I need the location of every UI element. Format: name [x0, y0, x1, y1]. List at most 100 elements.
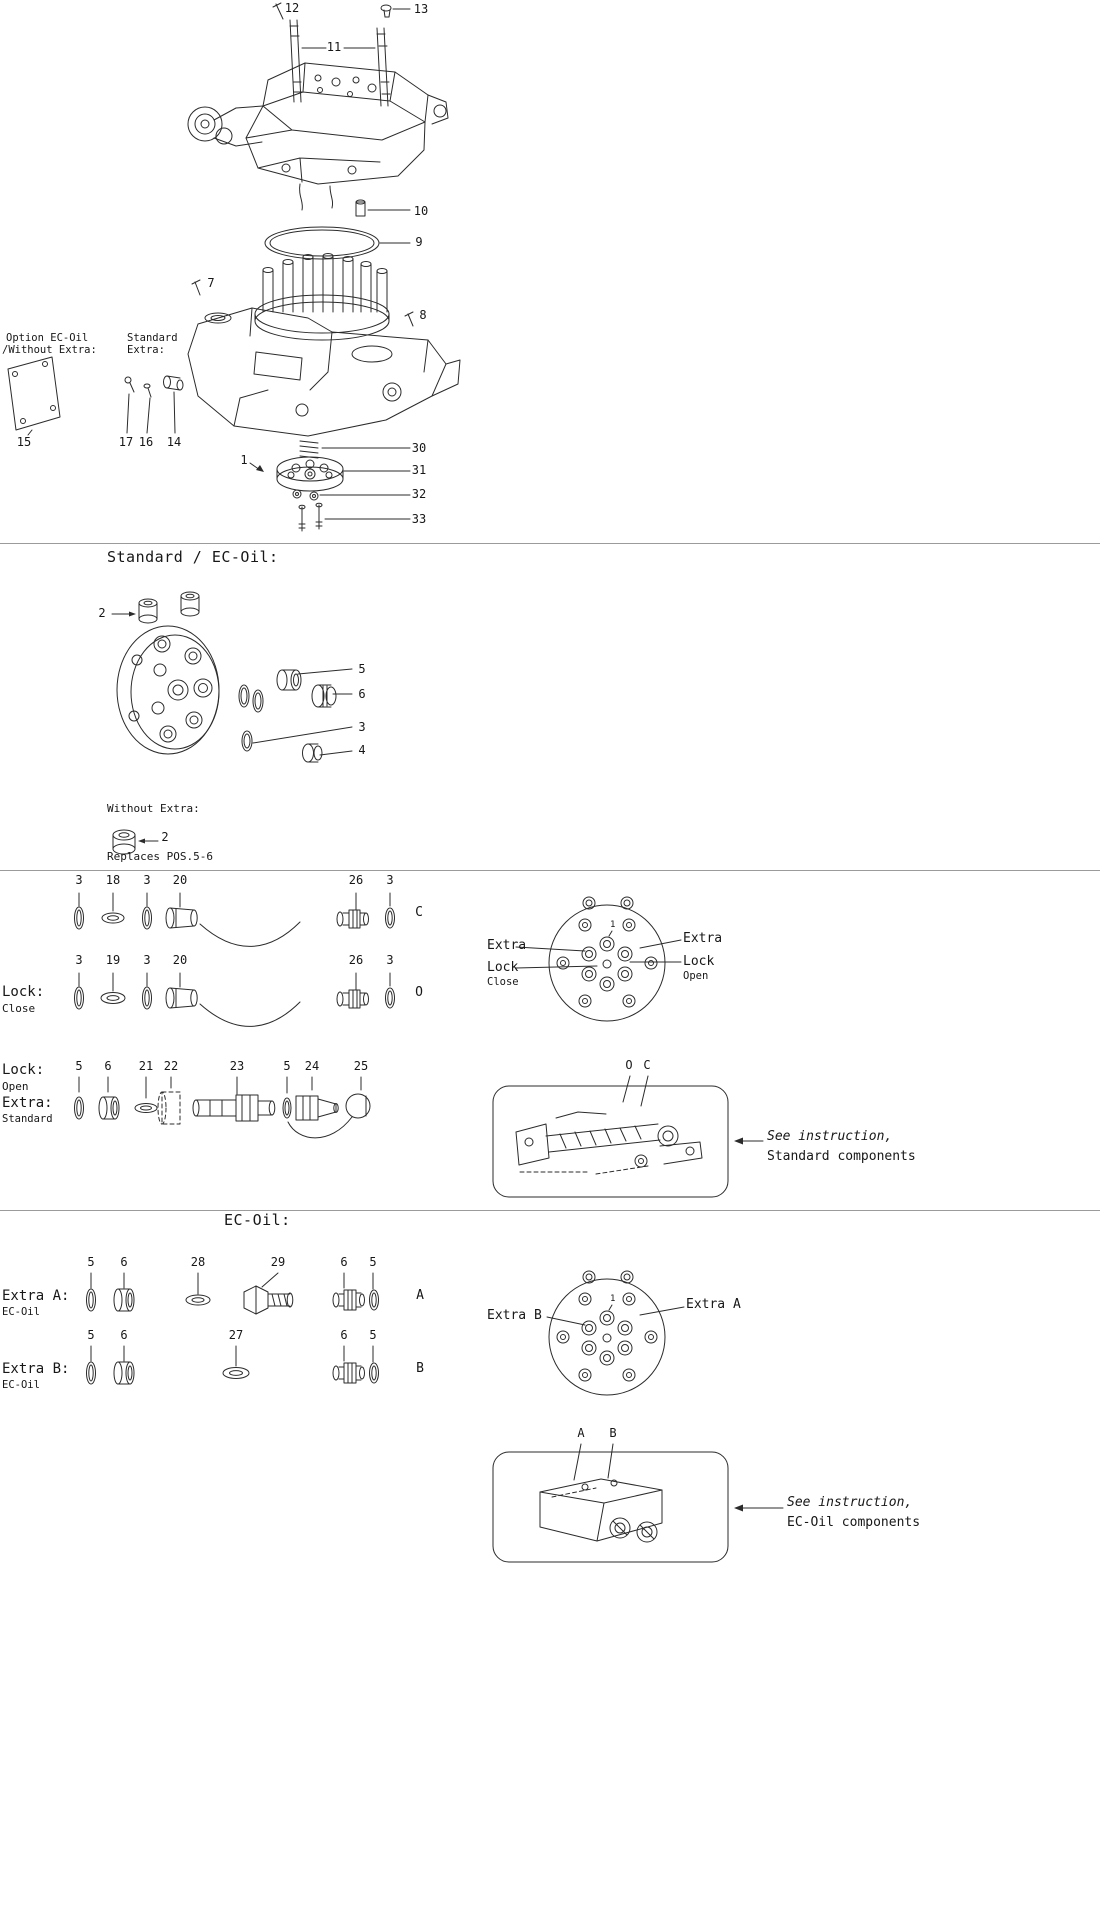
screw-12-icon — [272, 2, 284, 20]
row-label-lock-open-2: Open — [2, 1080, 29, 1093]
part-callout-25: 25 — [353, 1059, 369, 1073]
manifold-pos1-marker: 1 — [610, 920, 616, 930]
row-label-extra-a-2: EC-Oil — [2, 1306, 40, 1318]
manifold-label-open: Open — [683, 970, 709, 982]
manifold-front-view-lock — [515, 896, 682, 1022]
port-letter-c: C — [415, 905, 423, 920]
port-letter-b: B — [416, 1361, 424, 1376]
standard-extra-label-line2: Extra: — [127, 344, 165, 356]
part-callout-3: 3 — [143, 953, 151, 967]
lock-section-art — [74, 892, 764, 1198]
part-callout-21: 21 — [138, 1059, 154, 1073]
instruction-note-standard-1: See instruction, — [767, 1129, 893, 1144]
replaces-pos-label: Replaces POS.5-6 — [107, 850, 213, 863]
part-callout-3: 3 — [143, 873, 151, 887]
part-callout-9: 9 — [415, 235, 423, 249]
port-letter-a-box: A — [577, 1426, 585, 1440]
part-callout-30: 30 — [411, 441, 427, 455]
extra-b-row-art — [86, 1345, 379, 1385]
part-callout-2: 2 — [98, 606, 106, 620]
row-label-extra-1: Extra: — [2, 1095, 53, 1111]
port-letter-o: O — [415, 985, 423, 1000]
part-callout-6: 6 — [358, 687, 366, 701]
port-letter-a: A — [416, 1288, 424, 1303]
manifold-label-lock-left: Lock — [487, 960, 519, 975]
cover-plate-15 — [7, 356, 61, 436]
option-ecoil-label-line1: Option EC-Oil — [6, 332, 89, 344]
manifold-label-extra-right: Extra — [683, 931, 723, 946]
instruction-note-ecoil-1: See instruction, — [787, 1495, 913, 1510]
part-callout-10: 10 — [413, 204, 429, 218]
manifold-label-extra-a: Extra A — [686, 1297, 741, 1312]
part-callout-28: 28 — [190, 1255, 206, 1269]
part-callout-6: 6 — [104, 1059, 112, 1073]
part-callout-16: 16 — [138, 435, 154, 449]
part-callout-26: 26 — [348, 873, 364, 887]
part-callout-33: 33 — [411, 512, 427, 526]
instruction-box-ecoil — [492, 1443, 784, 1563]
section-heading-ecoil: EC-Oil: — [224, 1211, 291, 1229]
part-callout-4: 4 — [358, 743, 366, 757]
part-callout-3: 3 — [75, 953, 83, 967]
part-callout-12: 12 — [284, 1, 300, 15]
part-callout-2b: 2 — [161, 830, 169, 844]
part-callout-23: 23 — [229, 1059, 245, 1073]
ecoil-section-art — [86, 1270, 784, 1563]
standard-extra-parts — [124, 375, 184, 434]
without-extra-label: Without Extra: — [107, 802, 200, 815]
lock-close-row-art — [74, 892, 395, 947]
seal-ring-9 — [264, 226, 411, 260]
part-callout-5: 5 — [87, 1328, 95, 1342]
manifold-pos1-marker: 1 — [610, 1294, 616, 1304]
row-label-lock-close-2: Close — [2, 1002, 36, 1015]
part-callout-6: 6 — [120, 1255, 128, 1269]
row-label-lock-close-1: Lock: — [2, 984, 45, 1000]
part-callout-5: 5 — [75, 1059, 83, 1073]
part-callout-20: 20 — [172, 953, 188, 967]
port-letter-o-box: O — [625, 1058, 633, 1072]
lock-open-row-art — [74, 972, 395, 1027]
part-callout-24: 24 — [304, 1059, 320, 1073]
standard-extra-label-line1: Standard — [127, 332, 178, 344]
port-letter-c-box: C — [643, 1058, 651, 1072]
part-callout-18: 18 — [105, 873, 121, 887]
port-letter-b-box: B — [609, 1426, 617, 1440]
section-heading-standard-ecoil: Standard / EC-Oil: — [107, 548, 279, 566]
without-extra-plug-art — [112, 829, 159, 855]
manifold-front-view-ecoil — [546, 1270, 685, 1396]
part-callout-8: 8 — [419, 308, 427, 322]
screw-8-icon — [404, 311, 414, 327]
manifold-label-extra-left: Extra — [487, 938, 527, 953]
screw-7-icon — [191, 279, 201, 296]
part-callout-14: 14 — [166, 435, 182, 449]
bottom-manifold-art — [249, 440, 411, 532]
part-callout-3: 3 — [386, 873, 394, 887]
studs-11 — [289, 19, 391, 107]
part-callout-15: 15 — [16, 435, 32, 449]
extra-standard-row-art — [74, 1076, 371, 1139]
row-label-extra-b-1: Extra B: — [2, 1361, 70, 1377]
part-callout-5: 5 — [369, 1255, 377, 1269]
plugs-2 — [111, 591, 200, 624]
flange-fittings-art — [238, 668, 353, 763]
bolt-13-icon — [380, 4, 411, 18]
part-callout-20: 20 — [172, 873, 188, 887]
part-callout-7: 7 — [207, 276, 215, 290]
manifold-label-lock-right: Lock — [683, 954, 715, 969]
valve-block-art — [187, 62, 449, 211]
part-callout-6: 6 — [340, 1255, 348, 1269]
manifold-label-close: Close — [487, 976, 519, 988]
part-callout-31: 31 — [411, 463, 427, 477]
part-callout-11: 11 — [326, 40, 342, 54]
row-label-lock-open-1: Lock: — [2, 1062, 45, 1078]
manifold-label-extra-b: Extra B — [487, 1308, 542, 1323]
part-callout-27: 27 — [228, 1328, 244, 1342]
part-callout-3: 3 — [75, 873, 83, 887]
top-exploded-art — [7, 2, 461, 532]
part-callout-3: 3 — [358, 720, 366, 734]
row-label-extra-a-1: Extra A: — [2, 1288, 70, 1304]
part-callout-22: 22 — [163, 1059, 179, 1073]
row-label-extra-b-2: EC-Oil — [2, 1379, 40, 1391]
